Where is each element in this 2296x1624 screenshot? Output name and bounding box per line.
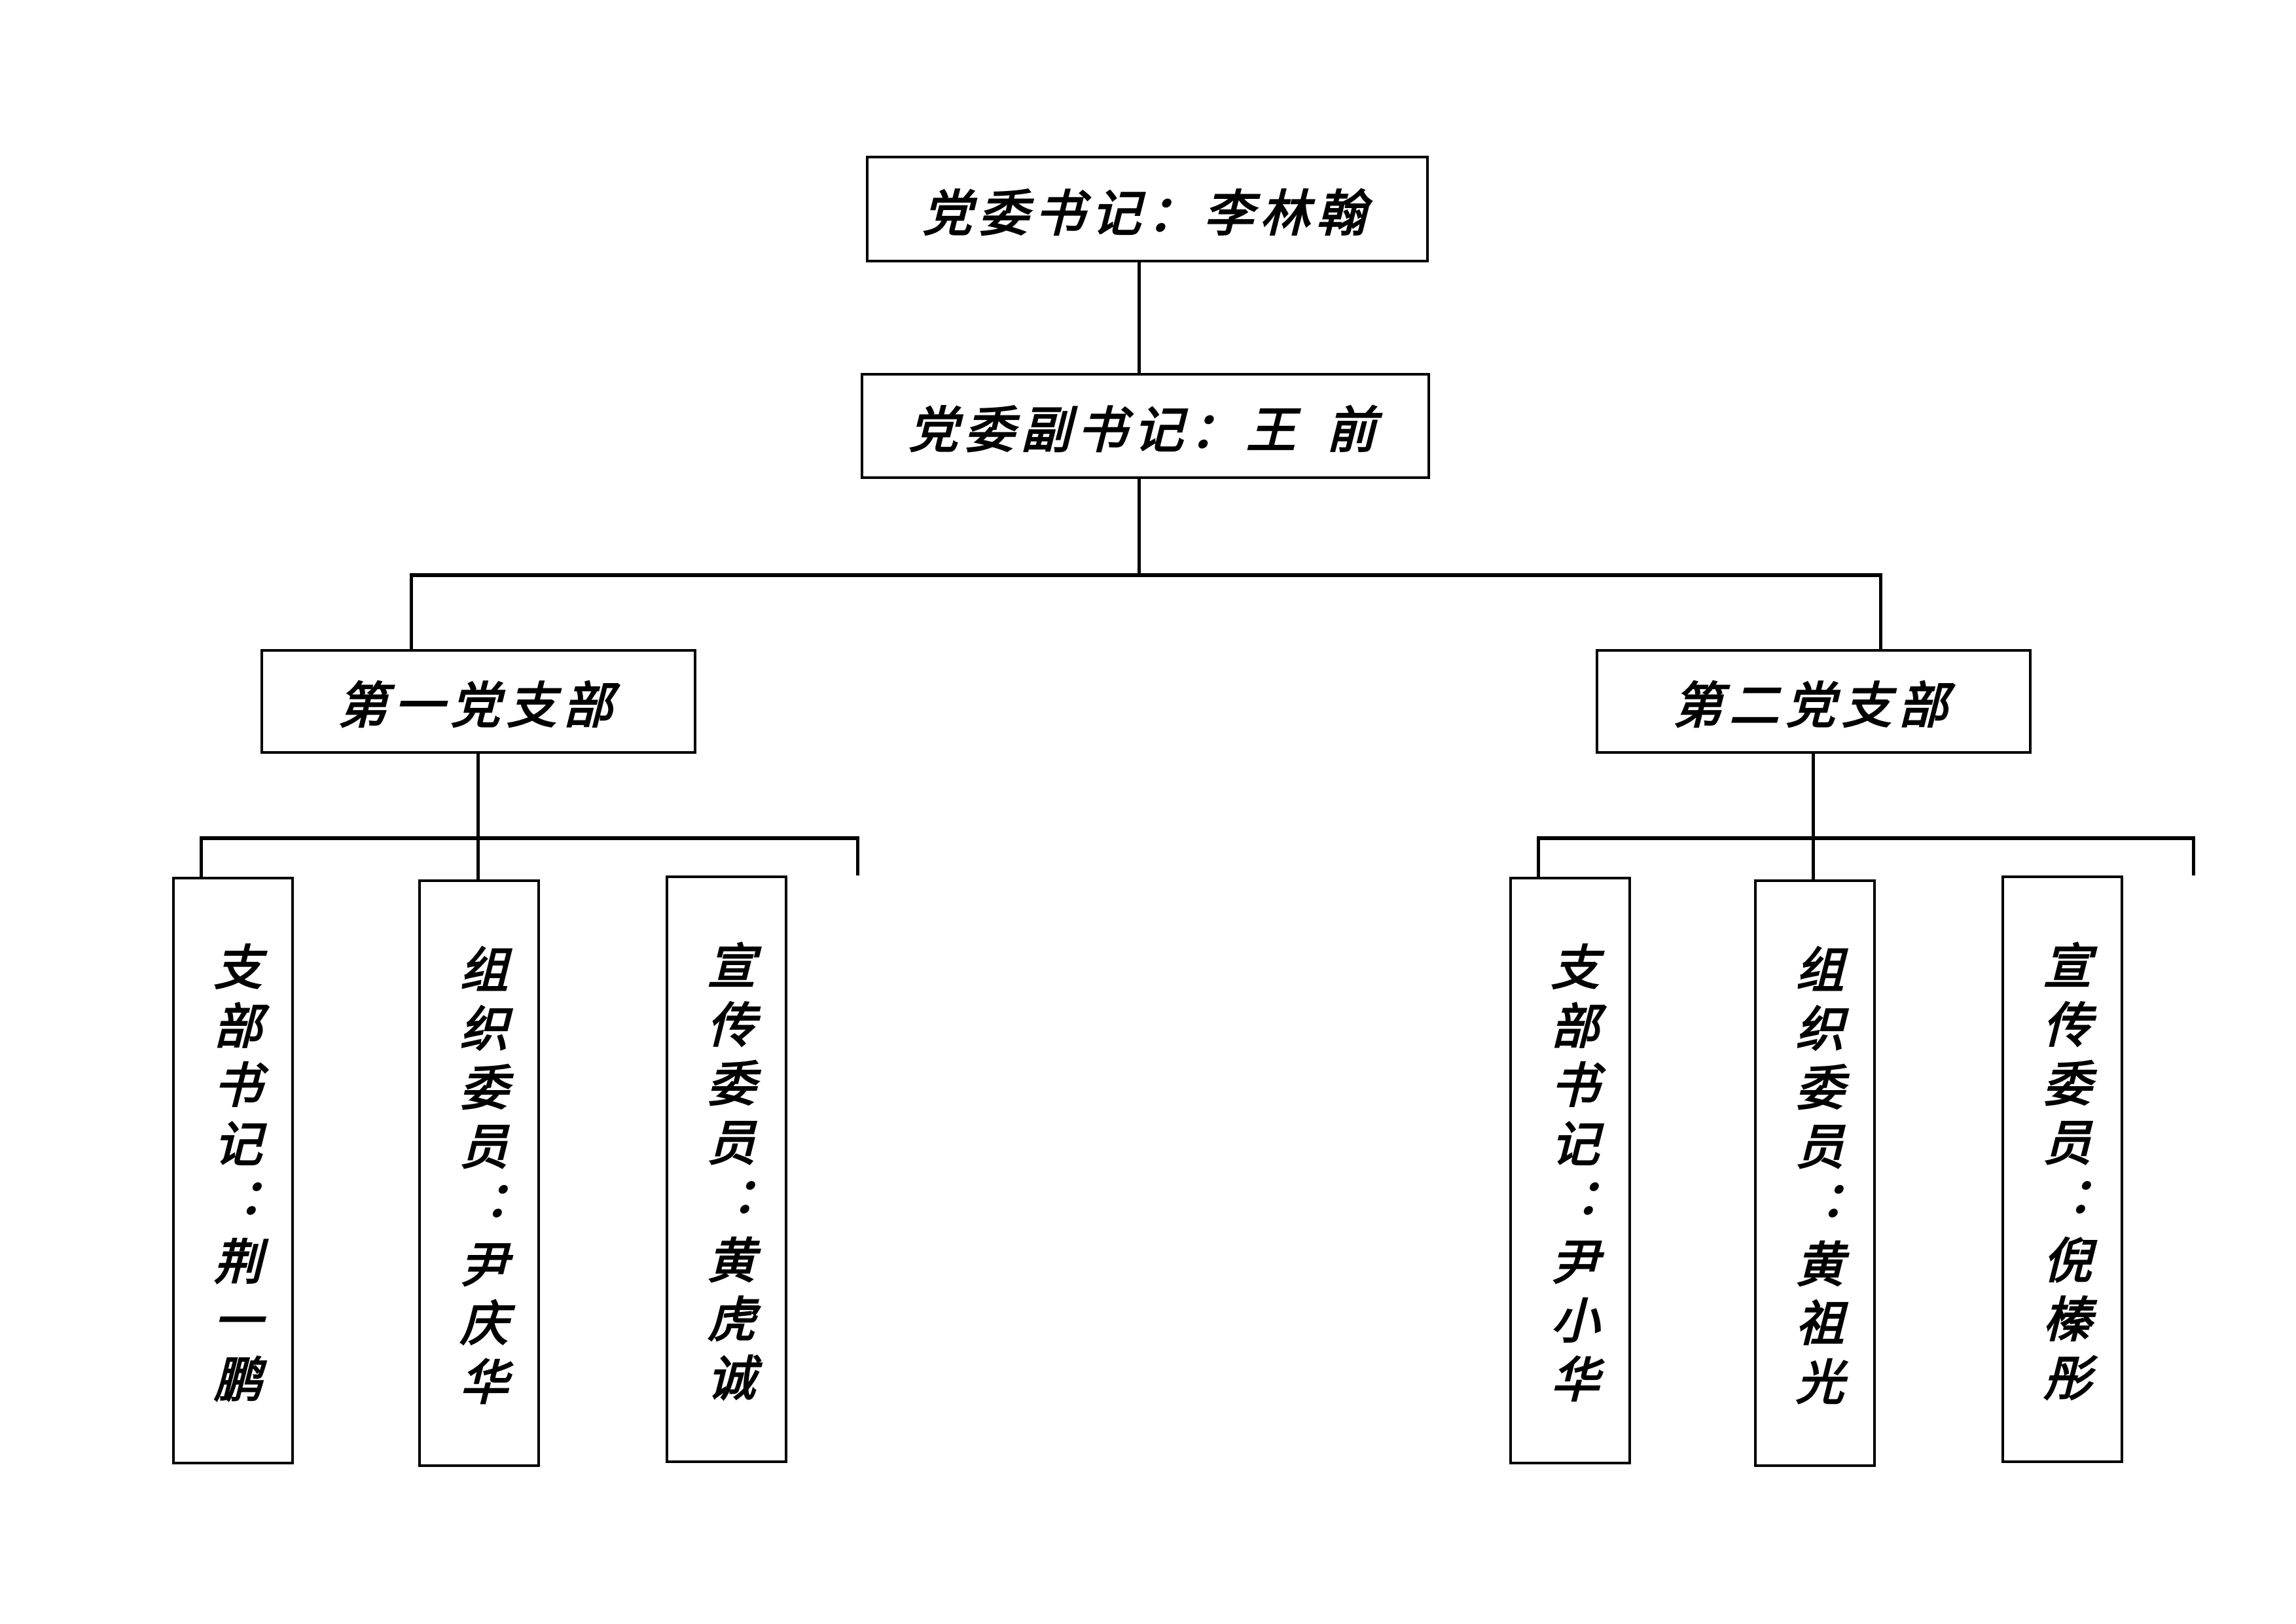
edge-branch2-to-organization	[1812, 836, 1815, 879]
edge-branch2-bus-horizontal	[1537, 836, 2194, 840]
node-branch2-secretary[interactable]: 支部书记：尹小华	[1509, 877, 1631, 1464]
node-label: 宣传委员：黄虎诚	[698, 941, 755, 1412]
node-label: 第二党支部	[1673, 677, 1954, 735]
edge-branch1-to-secretary	[200, 836, 203, 877]
edge-root-to-deputy	[1138, 262, 1141, 374]
edge-branch1-to-organization	[476, 836, 480, 879]
edge-branch1-bus-horizontal	[200, 836, 859, 840]
node-branch2-organization-member[interactable]: 组织委员：黄祖光	[1754, 879, 1876, 1467]
node-label: 支部书记：尹小华	[1542, 942, 1599, 1413]
edge-branch1-stem	[476, 754, 480, 838]
edge-branch1-to-publicity	[856, 836, 859, 875]
node-label: 组织委员：尹庆华	[451, 945, 508, 1416]
edge-bus-to-branch2	[1879, 573, 1882, 650]
node-label: 党委书记：李林翰	[922, 184, 1372, 243]
node-party-committee-secretary[interactable]: 党委书记：李林翰	[866, 156, 1429, 262]
node-branch2[interactable]: 第二党支部	[1596, 649, 2032, 754]
edge-branch2-to-publicity	[2192, 836, 2195, 875]
node-label: 组织委员：黄祖光	[1787, 945, 1844, 1416]
node-branch1[interactable]: 第一党支部	[260, 649, 696, 754]
edge-branch2-to-secretary	[1537, 836, 1540, 877]
node-label: 支部书记：荆一鹏	[205, 942, 262, 1413]
node-label: 宣传委员：倪榛彤	[2034, 941, 2091, 1412]
node-branch1-organization-member[interactable]: 组织委员：尹庆华	[418, 879, 540, 1467]
node-label: 党委副书记：王 前	[908, 401, 1383, 459]
node-branch2-publicity-member[interactable]: 宣传委员：倪榛彤	[2001, 875, 2123, 1463]
node-label: 第一党支部	[338, 677, 619, 735]
node-party-committee-deputy-secretary[interactable]: 党委副书记：王 前	[861, 373, 1430, 479]
node-branch1-publicity-member[interactable]: 宣传委员：黄虎诚	[666, 875, 787, 1463]
node-branch1-secretary[interactable]: 支部书记：荆一鹏	[172, 877, 294, 1464]
edge-bus-to-branch1	[410, 573, 413, 650]
edge-branch-bus-horizontal	[410, 573, 1882, 577]
edge-deputy-to-branch-bus	[1138, 479, 1141, 576]
edge-branch2-stem	[1812, 754, 1815, 838]
